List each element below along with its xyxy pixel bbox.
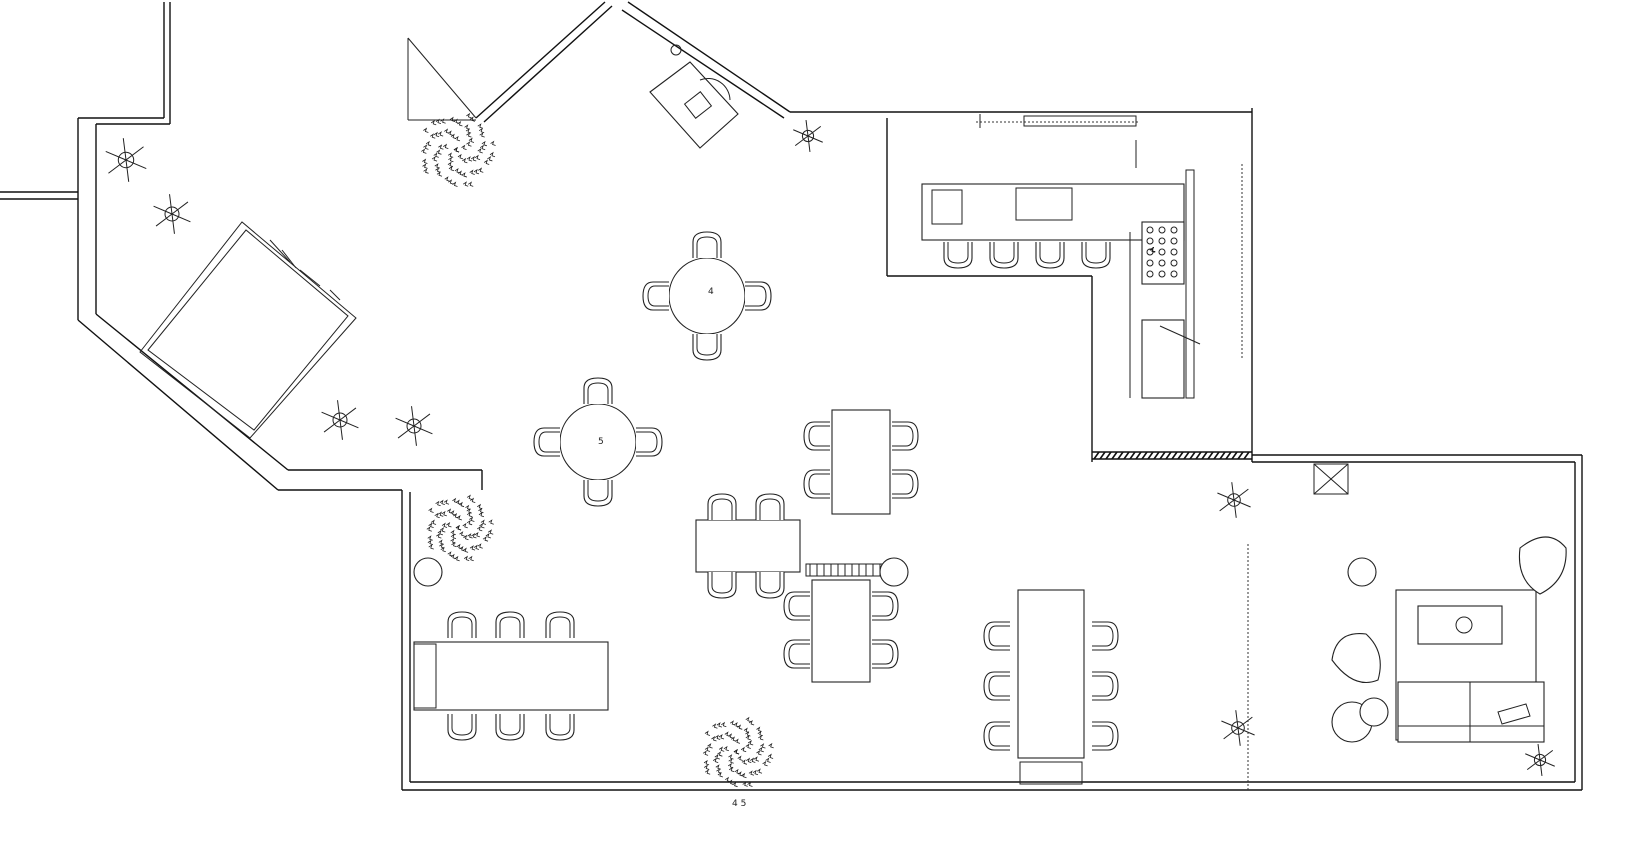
chair bbox=[892, 469, 919, 499]
armchair bbox=[699, 77, 731, 101]
table-mark-2: 5 bbox=[598, 437, 604, 447]
plant-symbol bbox=[793, 120, 823, 152]
chair bbox=[872, 639, 899, 669]
chair bbox=[755, 493, 785, 520]
dining-table bbox=[811, 579, 871, 683]
plant-symbol bbox=[1217, 482, 1251, 518]
dining-table-center bbox=[1017, 589, 1085, 759]
coffee-table bbox=[1417, 605, 1503, 645]
chair bbox=[495, 611, 525, 638]
long-table-left bbox=[413, 611, 609, 741]
plant-symbol bbox=[1525, 744, 1555, 776]
chair bbox=[1092, 721, 1119, 751]
plant bbox=[702, 716, 774, 788]
chair bbox=[533, 427, 560, 457]
chair bbox=[983, 721, 1010, 751]
plant-symbol bbox=[1221, 710, 1255, 746]
lounge-corner bbox=[649, 44, 739, 149]
living-room bbox=[1247, 461, 1567, 790]
glass-partition bbox=[139, 221, 357, 439]
plant-symbols bbox=[105, 120, 1555, 776]
chair bbox=[707, 572, 737, 599]
chair bbox=[872, 591, 899, 621]
chair bbox=[636, 427, 663, 457]
chair bbox=[783, 591, 810, 621]
desk bbox=[649, 61, 739, 149]
plant bbox=[1149, 246, 1156, 253]
chair bbox=[545, 714, 575, 741]
armchair-left bbox=[1331, 632, 1381, 684]
tall-cabinet bbox=[1141, 319, 1185, 399]
chair bbox=[1081, 242, 1111, 269]
plant-symbol bbox=[105, 138, 147, 182]
rectangular-tables bbox=[695, 409, 919, 683]
hatched-threshold bbox=[1092, 451, 1252, 460]
chair bbox=[943, 242, 973, 269]
sink bbox=[931, 189, 963, 225]
dining-table bbox=[695, 519, 801, 573]
chair bbox=[495, 714, 525, 741]
chair bbox=[583, 480, 613, 507]
dining-table-long bbox=[413, 641, 609, 711]
chair bbox=[642, 281, 669, 311]
chair bbox=[1092, 671, 1119, 701]
chair bbox=[783, 639, 810, 669]
chair bbox=[989, 242, 1019, 269]
chair bbox=[1035, 242, 1065, 269]
long-table-center bbox=[983, 589, 1119, 785]
stair-strip bbox=[413, 557, 909, 587]
chair bbox=[892, 421, 919, 451]
round-dining-tables bbox=[533, 231, 772, 507]
plant bbox=[421, 112, 496, 187]
chair bbox=[755, 572, 785, 599]
chair bbox=[745, 281, 772, 311]
chair bbox=[545, 611, 575, 638]
fireplace bbox=[1313, 463, 1349, 495]
exterior-walls bbox=[0, 1, 1583, 791]
plant-symbol bbox=[321, 400, 359, 440]
chair bbox=[583, 377, 613, 404]
ottoman-small bbox=[1359, 697, 1389, 727]
chair bbox=[447, 714, 477, 741]
kitchen-counter bbox=[921, 183, 1185, 241]
armchair-right bbox=[1518, 536, 1567, 595]
plant bbox=[426, 494, 494, 562]
side-table bbox=[1347, 557, 1377, 587]
round-table bbox=[668, 257, 746, 335]
plants bbox=[421, 112, 1156, 788]
table-mark-1: 4 bbox=[708, 287, 714, 297]
chair bbox=[692, 231, 722, 258]
wine-rack bbox=[1141, 221, 1185, 285]
chair bbox=[707, 493, 737, 520]
dining-table bbox=[831, 409, 891, 515]
sofa bbox=[1397, 681, 1545, 743]
chair bbox=[983, 671, 1010, 701]
plant-symbol bbox=[395, 406, 433, 446]
plant-symbol bbox=[153, 194, 191, 234]
chair bbox=[983, 621, 1010, 651]
chair bbox=[447, 611, 477, 638]
chair bbox=[1092, 621, 1119, 651]
chair bbox=[803, 421, 830, 451]
kitchen bbox=[921, 114, 1243, 399]
plan-mark: 4 5 bbox=[732, 799, 746, 809]
chair bbox=[803, 469, 830, 499]
chair bbox=[692, 334, 722, 361]
cooktop bbox=[1015, 187, 1073, 221]
